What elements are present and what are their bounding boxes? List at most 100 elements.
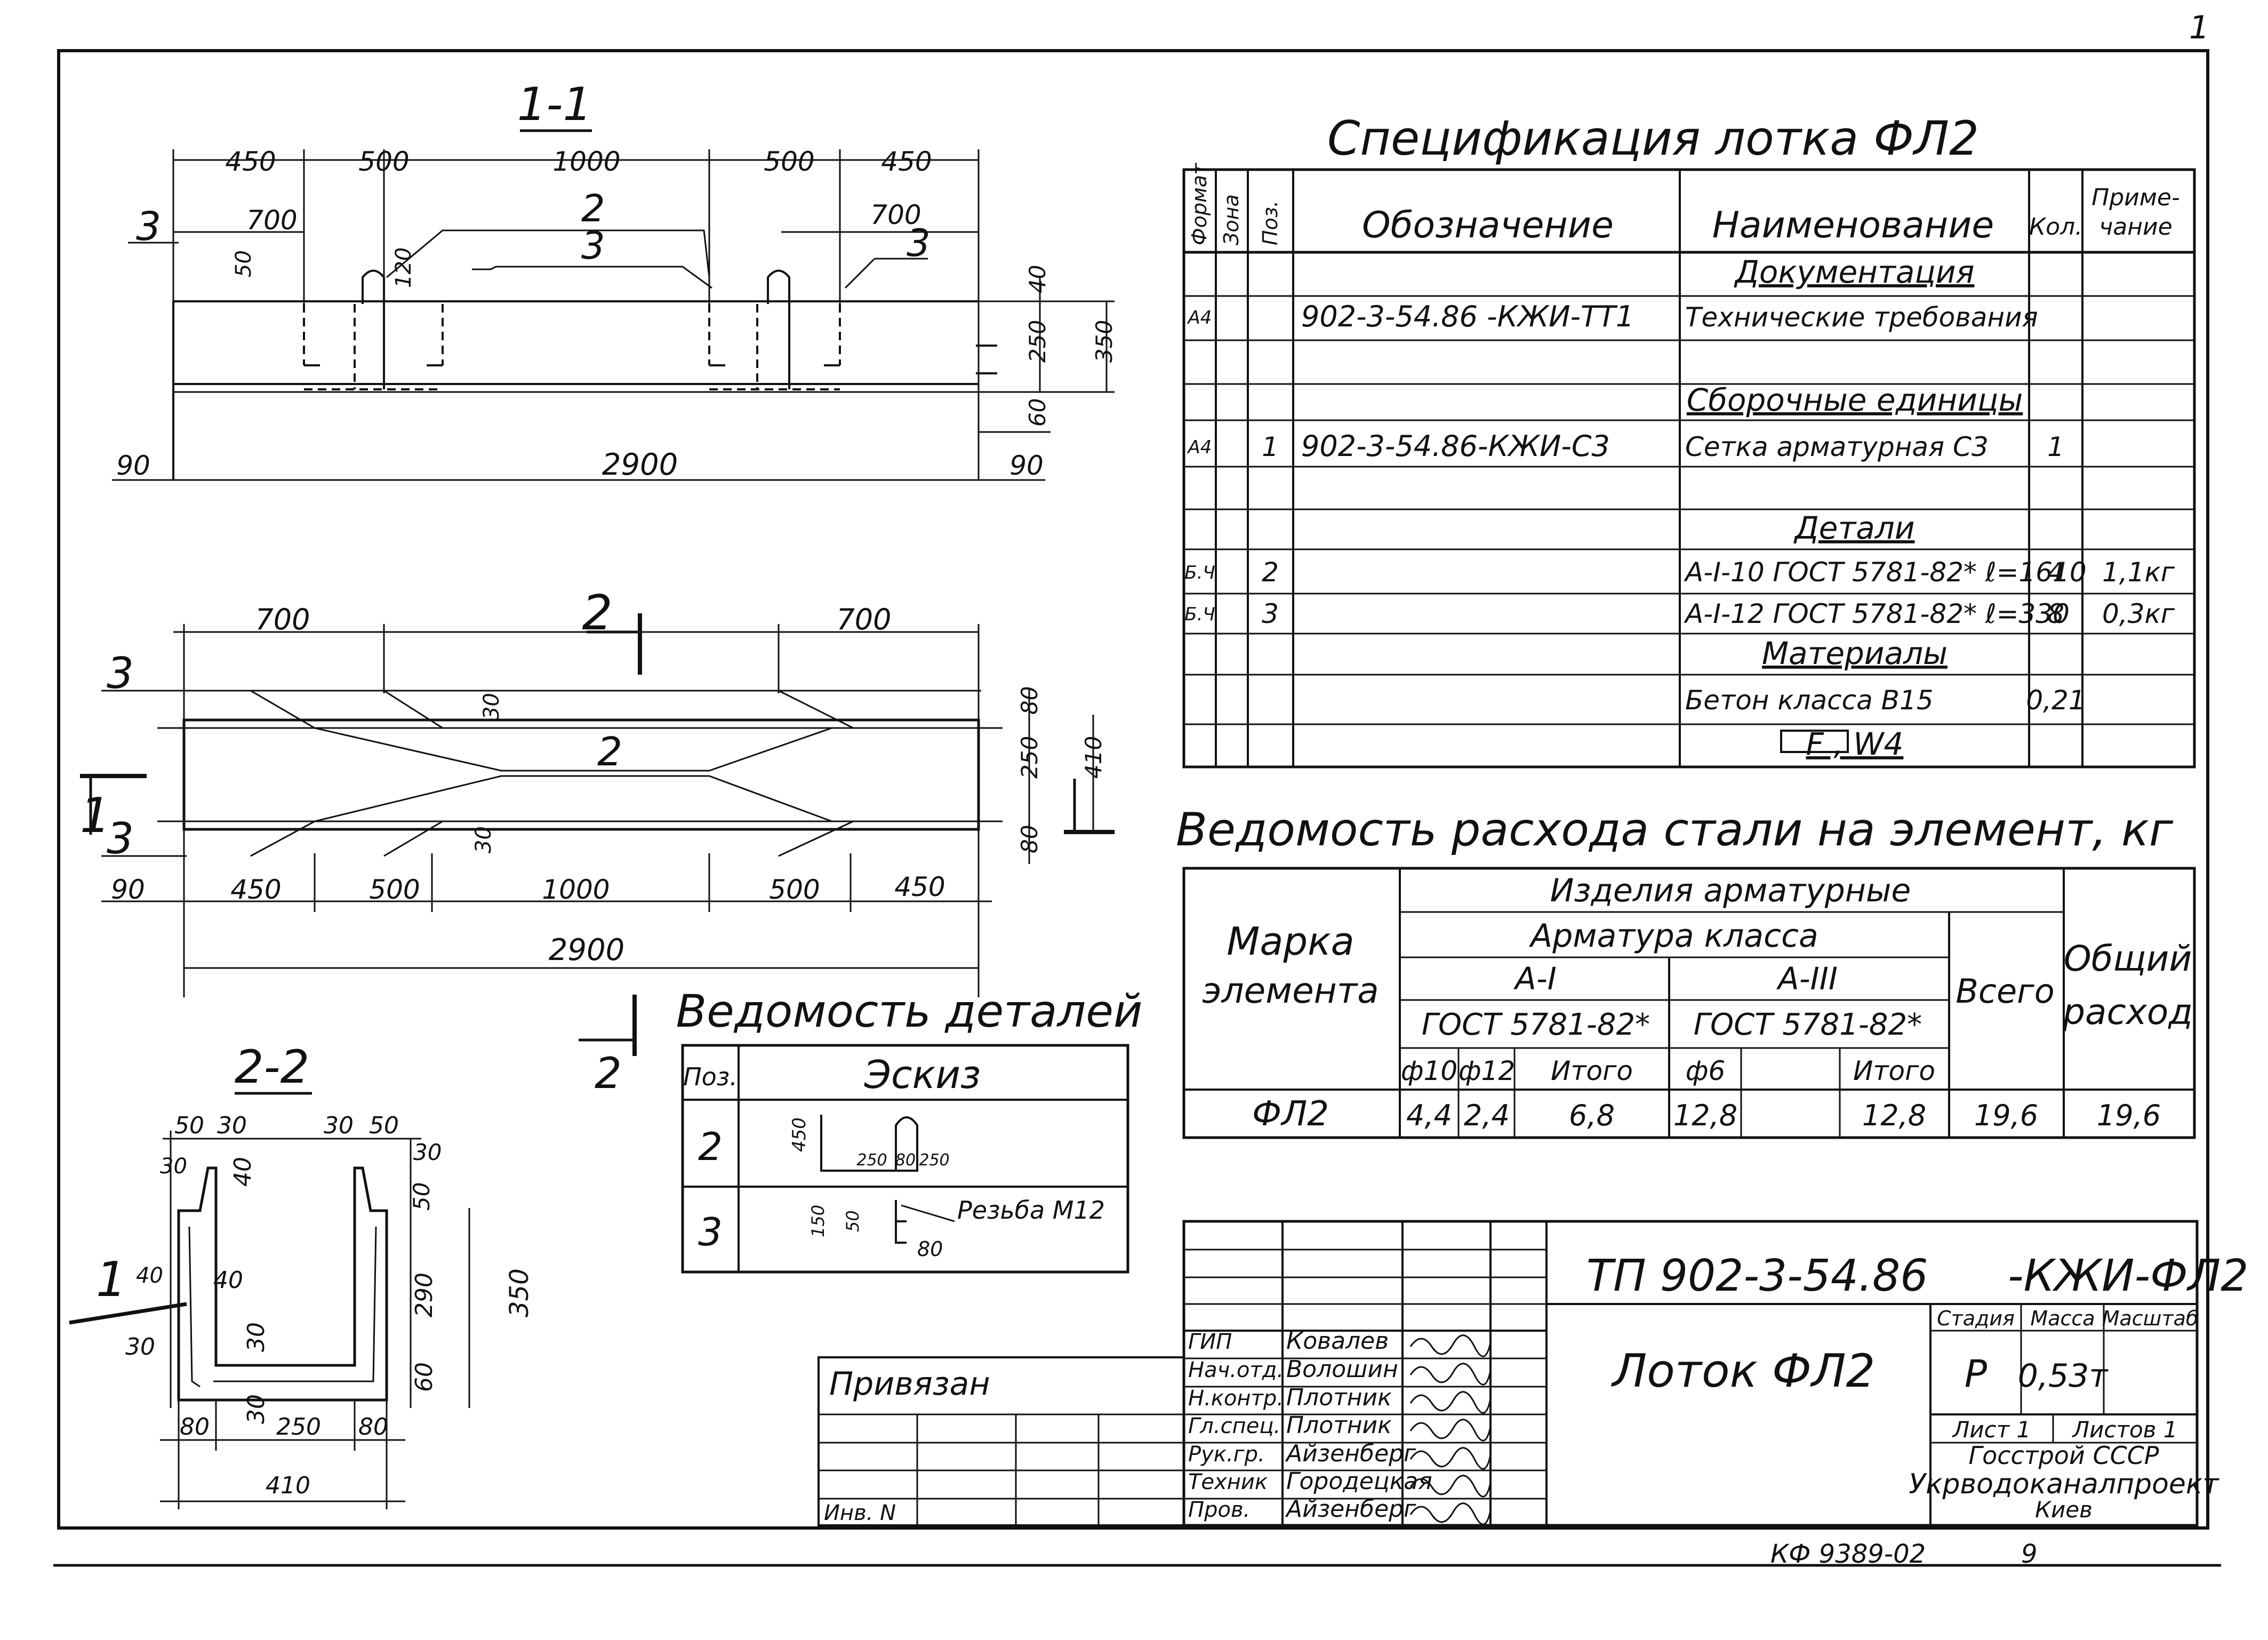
dim-label: 80 [180,1413,210,1441]
dim-label: 450 [225,146,276,177]
steel-header: А-III [1776,961,1838,997]
spec-cell-name: Сетка арматурная С3 [1685,431,1989,462]
signature-mark [1409,1391,1492,1414]
section-2-2-title: 2-2 [235,1041,309,1094]
dim-label: 250 [1024,320,1051,363]
sheets-label: Листов 1 [2072,1417,2178,1443]
steel-table: Ведомость расхода стали на элемент, кг М… [1176,803,2196,1139]
section-1-1: 1-1 450 500 1000 500 450 700 700 3 2 3 3… [112,78,1117,482]
staff-name: Айзенберг [1285,1495,1416,1523]
dim-label: 450 [789,1117,810,1152]
org-line: Киев [2035,1497,2093,1523]
dim-label: 30 [479,693,504,720]
spec-cell-name: А-I-10 ГОСТ 5781-82* ℓ=1610 [1684,557,2087,588]
dim-label: 30 [125,1333,155,1361]
sheet-frame [57,49,2209,1530]
steel-title: Ведомость расхода стали на элемент, кг [1176,803,2174,857]
staff-name: Ковалев [1286,1327,1389,1355]
dim-label: 250 [276,1413,321,1441]
staff-name: Плотник [1286,1384,1392,1411]
dim-label: 350 [504,1268,534,1317]
frost-mark-box [1780,730,1849,753]
spec-header: Наименование [1712,204,1994,246]
dim-label: 80 [895,1151,916,1170]
steel-row-value: 12,8 [1673,1099,1737,1132]
signature-mark [1409,1363,1492,1386]
spec-header: Приме- [2091,184,2180,211]
staff-role: Рук.гр. [1188,1442,1265,1467]
dim-label: 30 [243,1394,270,1424]
dim-label: 90 [1009,450,1044,481]
section-2-2: 2-2 50 30 30 50 30 40 30 40 40 30 30 30 … [69,1041,534,1509]
detail-2-sketch [820,1115,918,1172]
mark-label: 3 [907,221,931,265]
spec-cell-qty: 0,21 [2026,685,2085,716]
steel-header: А-I [1513,961,1557,997]
steel-row-value: 4,4 [1406,1099,1452,1132]
dim-label: 30 [471,826,496,853]
spec-title: Спецификация лотка ФЛ2 [1327,111,1979,166]
dim-label: 150 [808,1205,828,1237]
signature-mark [1409,1475,1492,1498]
cut-label: 2 [595,1049,622,1098]
spec-cell-note: 0,3кг [2102,598,2175,629]
dim-label: 30 [160,1154,187,1179]
dim-label: 50 [231,250,256,277]
details-header: Эскиз [864,1052,981,1097]
spec-cell-qty: 1 [2047,431,2064,462]
dim-label: 50 [369,1112,399,1139]
dim-label: 500 [769,874,820,905]
spec-cell-format: Б.Ч [1184,604,1215,625]
dim-label: 40 [229,1157,257,1187]
dim-label: 250 [856,1151,887,1170]
steel-row-value: 12,8 [1862,1099,1926,1132]
footer-num: 9 [2021,1539,2038,1569]
scale-label: Масштаб [2102,1307,2199,1330]
dim-label: 40 [213,1267,243,1294]
spec-cell-code: 902-3-54.86-КЖИ-С3 [1301,429,1610,463]
signature-mark [1409,1334,1492,1357]
steel-header: расход [2062,991,2193,1033]
steel-row-value: 6,8 [1569,1099,1615,1132]
spec-cell-name: Документация [1734,254,1975,290]
steel-col-header: ф6 [1686,1055,1726,1086]
steel-header: Всего [1956,972,2054,1011]
spec-cell-name: Материалы [1762,635,1948,671]
dim-label: 30 [324,1112,354,1139]
staff-role: Пров. [1188,1498,1250,1522]
dim-label: 410 [266,1472,310,1499]
spec-header: Обозначение [1362,204,1614,246]
stage-value: Р [1965,1352,1987,1396]
spec-cell-name: Бетон класса В15 [1685,685,1934,716]
plan-view: 700 700 2 3 3 2 30 30 80 250 410 80 1 [80,585,1115,1098]
dim-label: 60 [1024,398,1051,427]
spec-cell-code: 902-3-54.86 -КЖИ-ТТ1 [1301,300,1634,333]
dim-label: 450 [894,871,945,902]
detail-3-sketch [895,1200,907,1244]
dim-label: 80 [358,1413,388,1441]
spec-header: Формат [1188,162,1211,245]
inv-label: Инв. N [824,1501,896,1525]
dim-label: 30 [243,1322,270,1352]
dim-label: 700 [246,205,297,236]
dim-label: 450 [881,146,932,177]
staff-role: ГИП [1188,1330,1232,1354]
staff-name: Плотник [1286,1412,1392,1439]
spec-cell-qty: 4 [2047,557,2064,588]
spec-cell-format: А4 [1187,437,1212,458]
dim-label: 700 [836,603,891,636]
doc-name: Лоток ФЛ2 [1611,1345,1876,1398]
steel-header: элемента [1202,970,1379,1011]
dim-label: 90 [111,874,145,905]
dim-label: 700 [255,603,310,636]
spec-header: чание [2099,213,2172,241]
dim-label: 40 [136,1263,163,1288]
mass-value: 0,53т [2018,1357,2109,1395]
spec-cell-name: Детали [1793,510,1914,546]
signature-mark [1409,1447,1492,1470]
steel-header: Общий [2064,938,2192,979]
staff-name: Волошин [1286,1356,1398,1383]
